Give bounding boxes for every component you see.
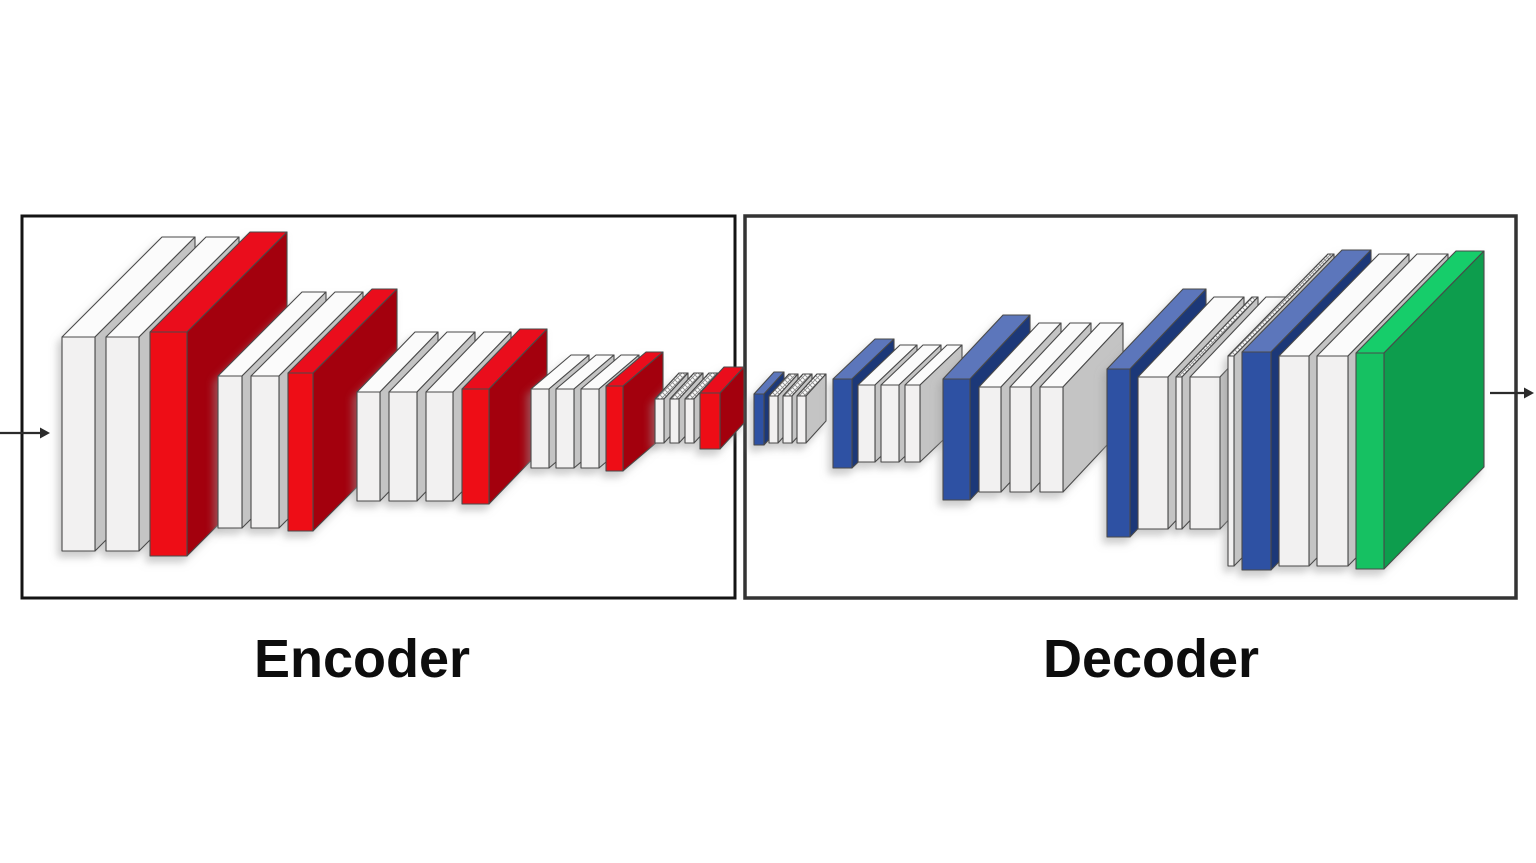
slab-front-face <box>904 384 921 463</box>
slab-front-face <box>684 398 695 444</box>
slab-front-face <box>1009 386 1032 493</box>
slab-front-face <box>287 372 314 532</box>
slab-front-face <box>1189 376 1221 530</box>
slab-front-face <box>699 392 721 450</box>
slab-front-face <box>857 384 876 463</box>
decoder-label: Decoder <box>1042 629 1260 689</box>
decoder-block-3 <box>942 314 1124 501</box>
output-arrow-icon <box>1490 387 1534 399</box>
slab-front-face <box>654 398 665 444</box>
slab-front-face <box>768 395 779 444</box>
slab-front-face <box>61 336 96 552</box>
slab-front-face <box>530 388 550 469</box>
encoder-block-4-pooling-layer-4 <box>605 351 664 472</box>
slab-front-face <box>942 378 971 501</box>
decoder-block-1-convolution-layer-4 <box>796 373 827 444</box>
encoder-block-2 <box>217 288 398 532</box>
encoder-block-3 <box>356 328 548 505</box>
slab-front-face <box>461 388 490 505</box>
slab-front-face <box>425 391 454 502</box>
slab-front-face <box>1106 368 1131 538</box>
slab-front-face <box>580 388 600 469</box>
decoder-block-5-softmax-layer-5 <box>1355 250 1485 570</box>
decoder-block-2 <box>832 338 963 469</box>
slab-front-face <box>1175 376 1183 530</box>
slab-front-face <box>880 384 900 463</box>
decoder-block-3-convolution-layer-4 <box>1039 322 1124 493</box>
encoder-block-2-pooling-layer-3 <box>287 288 398 532</box>
slab-front-face <box>978 386 1002 493</box>
encoder-label: Encoder <box>253 629 471 689</box>
slab-front-face <box>753 393 765 446</box>
input-arrow-head <box>40 427 50 439</box>
input-arrow-icon <box>0 427 50 439</box>
slab-front-face <box>796 395 807 444</box>
decoder-block-1 <box>753 371 827 446</box>
slab-front-face <box>1227 355 1235 567</box>
encoder-block-5-pooling-layer-4 <box>699 366 745 450</box>
slab-front-face <box>105 336 140 552</box>
encoder-block-4 <box>530 351 664 472</box>
slab-front-face <box>250 375 280 529</box>
slab-front-face <box>782 395 793 444</box>
slab-front-face <box>388 391 418 502</box>
slab-front-face <box>149 331 188 557</box>
decoder-block-5 <box>1227 249 1485 571</box>
slab-front-face <box>1039 386 1064 493</box>
slab-front-face <box>1137 376 1169 530</box>
slab-front-face <box>832 378 853 469</box>
slab-front-face <box>217 375 243 529</box>
output-arrow-head <box>1524 387 1534 399</box>
slab-front-face <box>1241 351 1272 571</box>
slab-front-face <box>555 388 575 469</box>
slab-front-face <box>1316 355 1349 567</box>
slab-front-face <box>356 391 381 502</box>
encoder-block-3-pooling-layer-4 <box>461 328 548 505</box>
slab-front-face <box>605 385 624 472</box>
slab-front-face <box>1278 355 1310 567</box>
encoder-block-5 <box>654 366 745 450</box>
slab-front-face <box>669 398 680 444</box>
slab-front-face <box>1355 352 1385 570</box>
